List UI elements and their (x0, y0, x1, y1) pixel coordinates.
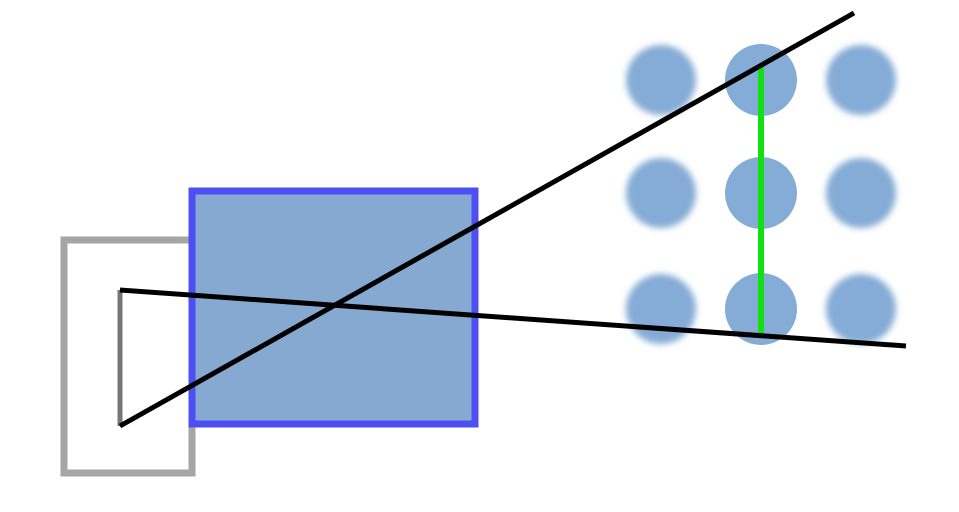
upper-ray (118, 10, 856, 429)
dot-r3-c1 (626, 274, 696, 344)
dot-r2-c3 (826, 158, 896, 228)
dot-r1-c3 (826, 45, 896, 115)
dot-r2-c1 (626, 158, 696, 228)
camera-body-frame (60, 236, 196, 477)
dot-r1-c1 (626, 45, 696, 115)
lower-ray (119, 287, 907, 349)
dot-r3-c3 (826, 274, 896, 344)
